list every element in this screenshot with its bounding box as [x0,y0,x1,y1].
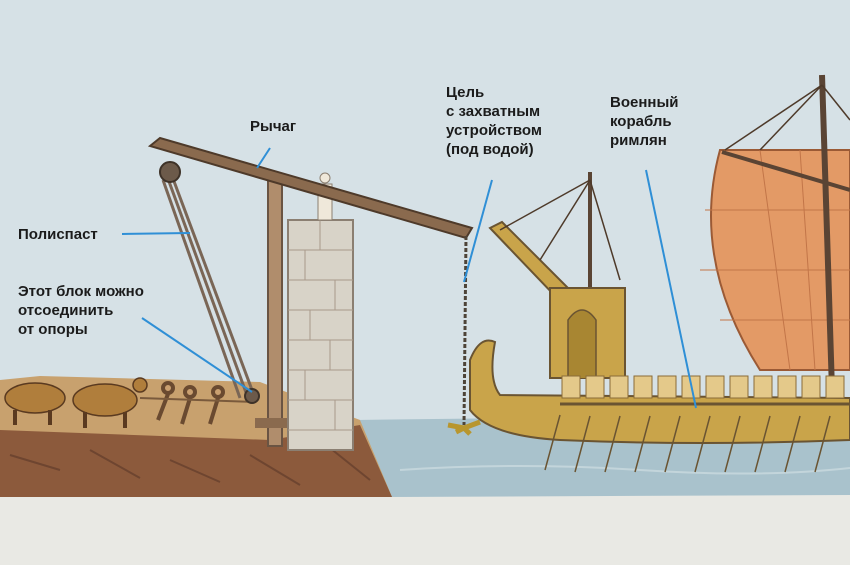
pointer-warship [645,169,697,409]
pulley-wheel [159,161,181,183]
pointer-lever [256,147,271,169]
tow-rope [139,397,256,403]
sea-ripple [399,465,850,475]
ship-shields [561,375,845,399]
pointer-grapple [463,179,493,283]
pulley-block-bottom [244,388,260,404]
lever-beam [147,136,474,240]
oars [544,414,831,473]
label-lever: Рычаг [250,118,297,135]
workers [156,381,225,425]
pointer-lines [121,147,697,409]
yard [721,150,850,192]
bottom-band [0,495,850,565]
main-mast [819,74,835,391]
ship-sail [710,149,850,371]
label-pulley: Полиспаст [18,226,98,243]
pointer-detachable [141,317,253,393]
pointer-pulley [121,232,191,235]
bridge-rigging [499,179,621,281]
shore-texture [9,439,371,486]
lever-post [267,177,283,447]
rigging [724,84,850,151]
pulley-tackle [161,175,257,399]
grapple-chain [462,235,468,426]
label-grapple: Цель с захватным устройством (под водой) [446,84,542,158]
label-warship: Военный корабль римлян [610,94,679,149]
label-detachable-block: Этот блок можно отсоединить от опоры [18,283,144,338]
ship-hull [469,339,850,444]
oxen-team [4,377,148,428]
tower-arch [567,309,597,378]
grapple-claw [447,419,481,436]
stone-tower [287,219,354,451]
tower-bricks [288,220,353,431]
post-base [255,418,295,428]
